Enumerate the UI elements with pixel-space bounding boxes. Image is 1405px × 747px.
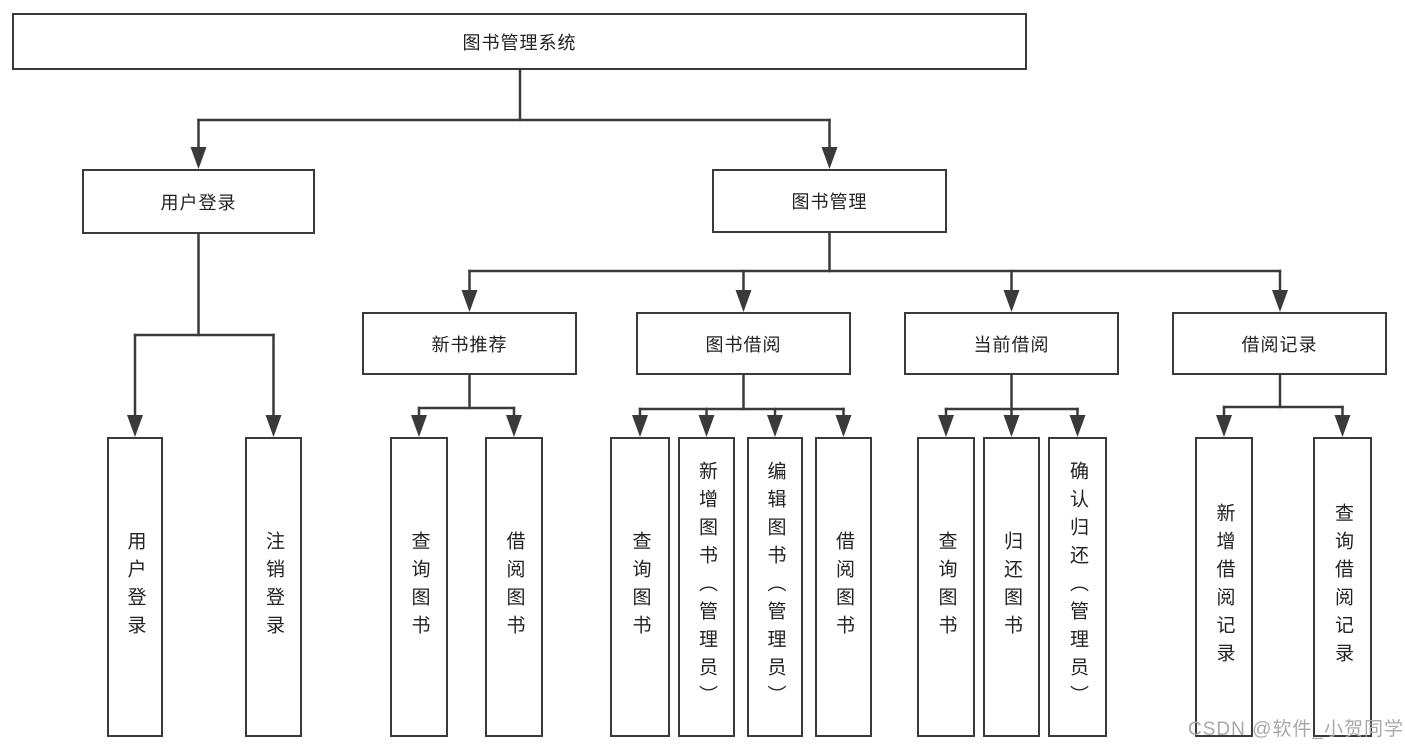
connector-book-borrow-to-leaves [632, 373, 852, 437]
node-leaf-return-book: 归还图书 [983, 437, 1040, 737]
node-user-login: 用户登录 [82, 169, 315, 234]
node-leaf-logout: 注销登录 [245, 437, 302, 737]
connector-book-management-to-level3 [461, 231, 1288, 312]
node-book-management: 图书管理 [712, 169, 947, 233]
node-current-borrow: 当前借阅 [904, 312, 1119, 375]
node-new-book-recommend: 新书推荐 [362, 312, 577, 375]
connector-new-book-to-leaves [411, 373, 522, 437]
node-library-system: 图书管理系统 [12, 13, 1027, 70]
node-leaf-query-book-recommend: 查询图书 [390, 437, 448, 737]
node-leaf-borrow-book: 借阅图书 [815, 437, 872, 737]
node-leaf-query-book-borrow: 查询图书 [610, 437, 670, 737]
node-leaf-borrow-book-recommend: 借阅图书 [485, 437, 543, 737]
node-leaf-add-borrow-record: 新增借阅记录 [1195, 437, 1253, 737]
connector-borrow-records-to-leaves [1216, 373, 1351, 437]
connector-current-borrow-to-leaves [938, 373, 1086, 437]
connector-user-login-to-leaves [127, 232, 282, 437]
node-leaf-user-login: 用户登录 [107, 437, 163, 737]
node-leaf-edit-book-admin: 编辑图书（管理员） [747, 437, 803, 737]
node-leaf-query-book-current: 查询图书 [917, 437, 975, 737]
node-leaf-confirm-return-admin: 确认归还（管理员） [1048, 437, 1107, 737]
node-leaf-query-borrow-record: 查询借阅记录 [1313, 437, 1372, 737]
node-borrow-records: 借阅记录 [1172, 312, 1387, 375]
node-leaf-add-book-admin: 新增图书（管理员） [678, 437, 735, 737]
connector-root-to-level2 [190, 68, 838, 169]
watermark: CSDN @软件_小贺同学 [1188, 719, 1404, 740]
node-book-borrow: 图书借阅 [636, 312, 851, 375]
